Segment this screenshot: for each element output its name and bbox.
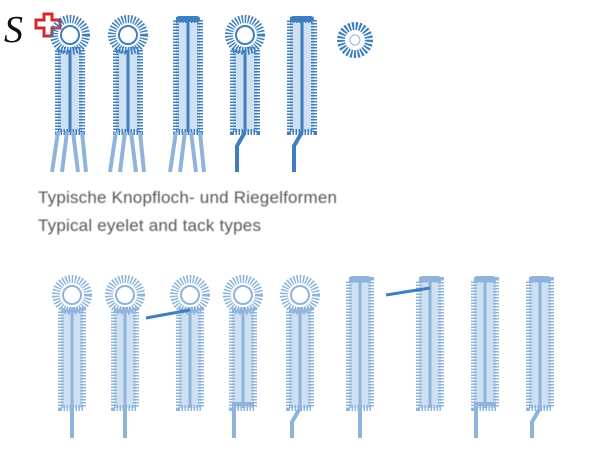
buttonhole-eyelet-corner-tail	[223, 275, 263, 438]
buttonhole-eyelet-tail	[105, 275, 145, 438]
buttonhole-straight-corner-tail	[471, 276, 499, 438]
buttonhole-eyelet-fishtail	[50, 15, 90, 173]
svg-text:S: S	[4, 9, 23, 50]
buttonhole-eyelet-bent-tail	[280, 275, 320, 438]
buttonhole-eyelet-tail	[52, 275, 92, 438]
buttonhole-ring	[337, 22, 373, 58]
buttonhole-straight-fishtail	[168, 16, 206, 173]
buttonhole-straight-tail	[346, 276, 374, 438]
buttonhole-eyelet-bent-tail	[225, 15, 265, 172]
buttonhole-straight-bent-tail	[526, 276, 554, 438]
caption-english: Typical eyelet and tack types	[38, 216, 262, 235]
buttonhole-eyelet-side-bar	[145, 275, 210, 411]
buttonhole-eyelet-fishtail	[108, 15, 148, 173]
buttonhole-straight-side-bar	[385, 276, 444, 411]
buttonhole-straight-bent-tail	[287, 16, 317, 172]
logo: S	[4, 9, 62, 50]
caption-german: Typische Knopfloch- und Riegelformen	[38, 188, 338, 207]
